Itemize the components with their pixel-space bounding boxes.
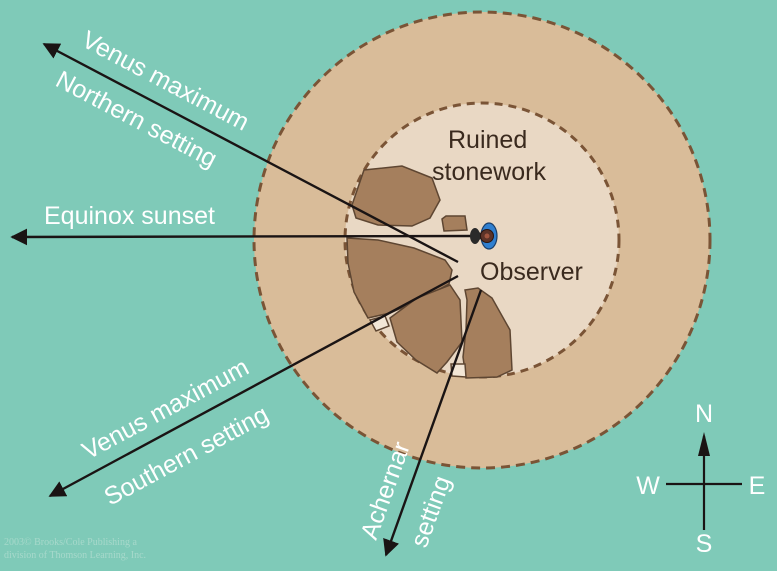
stone-block-4 <box>389 284 463 374</box>
credit-line2: division of Thomson Learning, Inc. <box>4 550 146 561</box>
observer-label: Observer <box>480 258 583 286</box>
achernar-sightline <box>383 289 483 557</box>
compass-rose-icon <box>666 432 742 530</box>
compass-west-label: W <box>636 472 660 500</box>
ruined-label-line2: stonework <box>432 158 546 186</box>
compass-south-label: S <box>696 530 713 558</box>
credit-line1: 2003© Brooks/Cole Publishing a <box>4 537 137 548</box>
sightlines <box>10 42 483 557</box>
equinox-sightline <box>10 228 479 246</box>
stone-block-5 <box>462 287 513 379</box>
compass-east-label: E <box>749 472 766 500</box>
compass-north-label: N <box>695 400 713 428</box>
observer-figure-icon <box>470 222 498 250</box>
ruined-stonework <box>346 165 513 379</box>
venus-north-sightline <box>42 42 459 264</box>
equinox-sunset-label: Equinox sunset <box>44 202 215 230</box>
outer-ring-dashed-border <box>252 10 712 470</box>
stone-block-2 <box>441 215 468 232</box>
stone-block-1 <box>351 165 441 227</box>
venus-south-sightline <box>48 274 459 498</box>
ruined-label-line1: Ruined <box>448 126 527 154</box>
